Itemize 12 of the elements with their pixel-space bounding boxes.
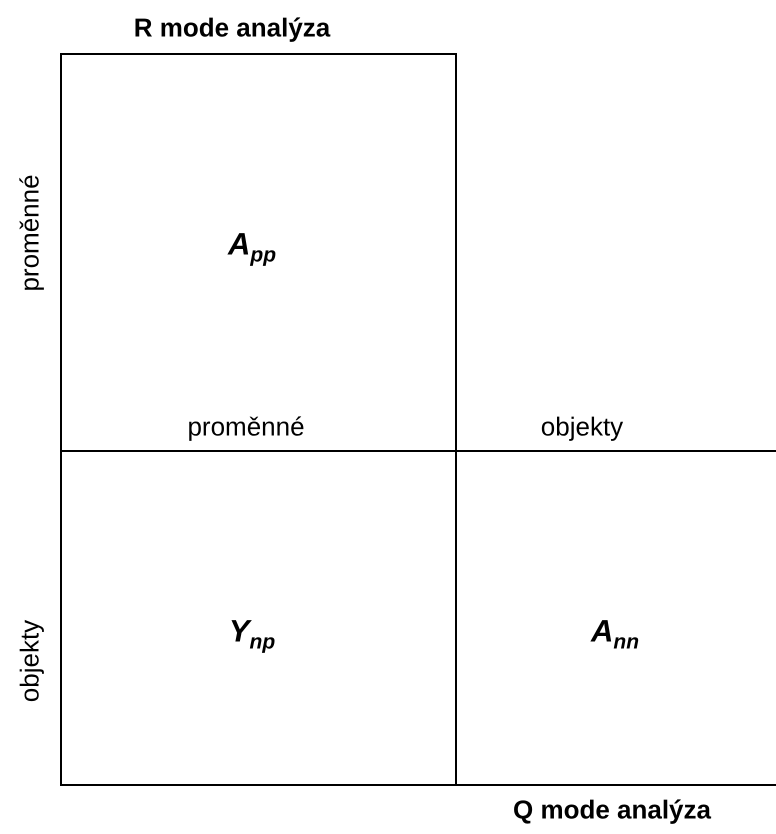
- axis-label: proměnné: [187, 412, 305, 442]
- axis-label: objekty: [14, 620, 46, 702]
- matrix-symbol: A$_{nn}$: [590, 613, 640, 655]
- matrix-symbol: A$_{pp}$: [228, 226, 276, 268]
- section-heading: Q mode analýza: [513, 794, 711, 826]
- axis-label: proměnné: [14, 174, 46, 292]
- matrix-block: [60, 450, 457, 786]
- matrix-symbol: Y$_{np}$: [228, 613, 276, 655]
- section-heading: R mode analýza: [134, 12, 330, 44]
- matrix-block: [455, 450, 776, 786]
- axis-label: objekty: [540, 412, 624, 442]
- matrix-block: [60, 53, 457, 452]
